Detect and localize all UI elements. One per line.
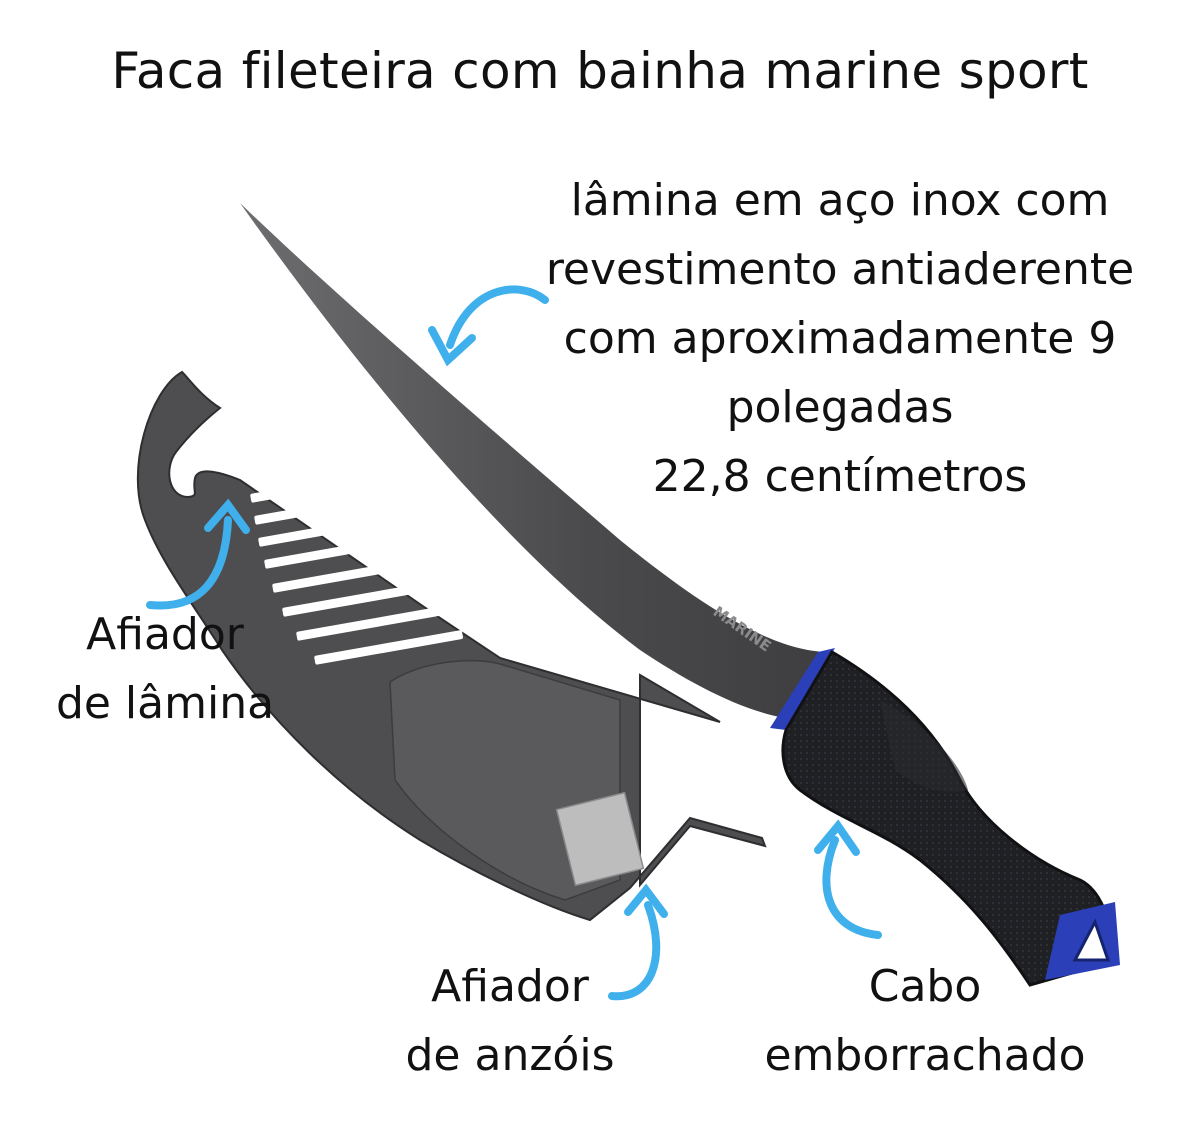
handle-label: Cabo emborrachado <box>740 952 1110 1090</box>
curved-arrow-icon <box>428 285 549 367</box>
blade-description-line: lâmina em aço inox com <box>570 175 1110 226</box>
label-line: de anzóis <box>405 1030 615 1081</box>
label-line: Afiador <box>86 609 244 660</box>
blade-description: lâmina em aço inox com revestimento anti… <box>520 166 1160 511</box>
lanyard-hole-icon <box>1072 918 1111 962</box>
label-line: Cabo <box>868 961 982 1012</box>
knife: MARINE <box>240 203 1120 987</box>
hook-sharpener-label: Afiador de anzóis <box>390 952 630 1090</box>
sheath <box>136 370 767 922</box>
curved-arrow-icon <box>608 883 668 1001</box>
handle-bolster <box>770 648 835 730</box>
blade-description-line: revestimento antiaderente <box>545 244 1135 295</box>
blade-sharpener-label: Afiador de lâmina <box>40 600 290 738</box>
blade-sharpener-slots <box>250 482 463 665</box>
blade-description-line: polegadas <box>726 382 954 433</box>
blade-description-line: 22,8 centímetros <box>652 451 1028 502</box>
handle-finger-guard <box>880 700 968 792</box>
hook-sharpener-stone <box>555 791 645 887</box>
label-line: emborrachado <box>764 1030 1086 1081</box>
curved-arrow-icon <box>814 819 882 939</box>
label-line: de lâmina <box>55 678 275 729</box>
callout-arrows <box>146 285 882 1001</box>
blade-description-line: com aproximadamente 9 <box>563 313 1117 364</box>
label-line: Afiador <box>431 961 589 1012</box>
page-title: Faca fileteira com bainha marine sport <box>111 42 1089 100</box>
curved-arrow-icon <box>146 498 250 610</box>
knife-blade <box>240 203 826 720</box>
sheath-panel <box>389 659 621 901</box>
